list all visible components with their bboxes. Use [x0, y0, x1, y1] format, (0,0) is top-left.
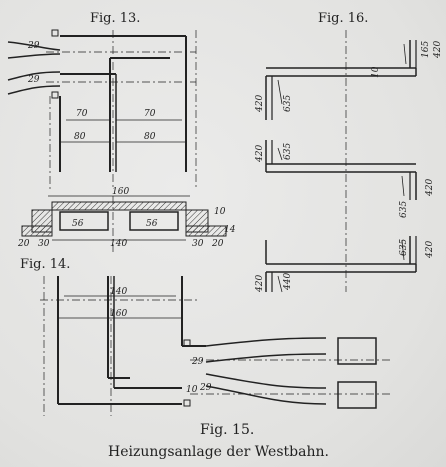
fig16-dim-l4: 635	[283, 143, 293, 160]
fig16-dim-l2: 635	[283, 95, 293, 112]
fig13-dim-pipe1: 29	[27, 41, 40, 51]
fig13-dim-w2: 70	[144, 109, 156, 119]
fig16-drawing	[265, 30, 417, 293]
fig14-dim-far-left: 20	[17, 239, 30, 249]
fig13-dim-w4: 80	[144, 132, 156, 142]
fig16-dim-l1: 420	[255, 95, 265, 113]
fig16-dim-mid: 10	[371, 66, 381, 78]
fig16-dim-l3: 420	[255, 145, 265, 163]
fig16-dim-r5: 635	[399, 239, 409, 256]
fig16-dim-r3: 420	[425, 179, 435, 197]
fig14-title: Fig. 14.	[20, 257, 70, 272]
fig14-dim-bottom: 140	[110, 239, 127, 249]
fig16-title: Fig. 16.	[318, 11, 368, 26]
fig14-dim-right-cell: 56	[146, 219, 158, 229]
fig15-drawing	[40, 276, 390, 416]
fig13-drawing	[7, 29, 197, 190]
fig15-dim-d: 29	[199, 383, 212, 393]
fig13-dim-pipe2: 29	[27, 75, 40, 85]
fig14-dim-left-cell: 56	[72, 219, 84, 229]
fig16-dim-l7: 420	[255, 275, 265, 293]
fig13-title: Fig. 13.	[90, 11, 140, 26]
fig15-dim-c: 29	[191, 357, 204, 367]
fig14-drawing	[21, 195, 227, 252]
fig14-dim-h2: 14	[224, 225, 236, 235]
fig16-dim-r4: 635	[399, 201, 409, 218]
fig16-dim-r6: 420	[425, 241, 435, 259]
fig14-dim-right: 30	[192, 239, 204, 249]
fig16-dim-r2: 420	[433, 41, 443, 59]
fig16-dim-l8: 440	[283, 273, 293, 291]
caption: Heizungsanlage der Westbahn.	[108, 444, 329, 460]
fig13-dim-w1: 70	[76, 109, 88, 119]
fig15-title: Fig. 15.	[200, 422, 254, 438]
fig14-dim-left: 30	[38, 239, 50, 249]
fig14-dim-top: 160	[112, 187, 129, 197]
fig15-dim-e: 10	[186, 385, 198, 395]
fig16-dim-r1: 165	[421, 41, 431, 58]
fig13-dim-w3: 80	[74, 132, 86, 142]
fig14-dim-h1: 10	[214, 207, 226, 217]
fig15-dim-b: 160	[110, 309, 127, 319]
fig14-dim-far-right: 20	[211, 239, 224, 249]
fig15-dim-a: 140	[110, 287, 127, 297]
